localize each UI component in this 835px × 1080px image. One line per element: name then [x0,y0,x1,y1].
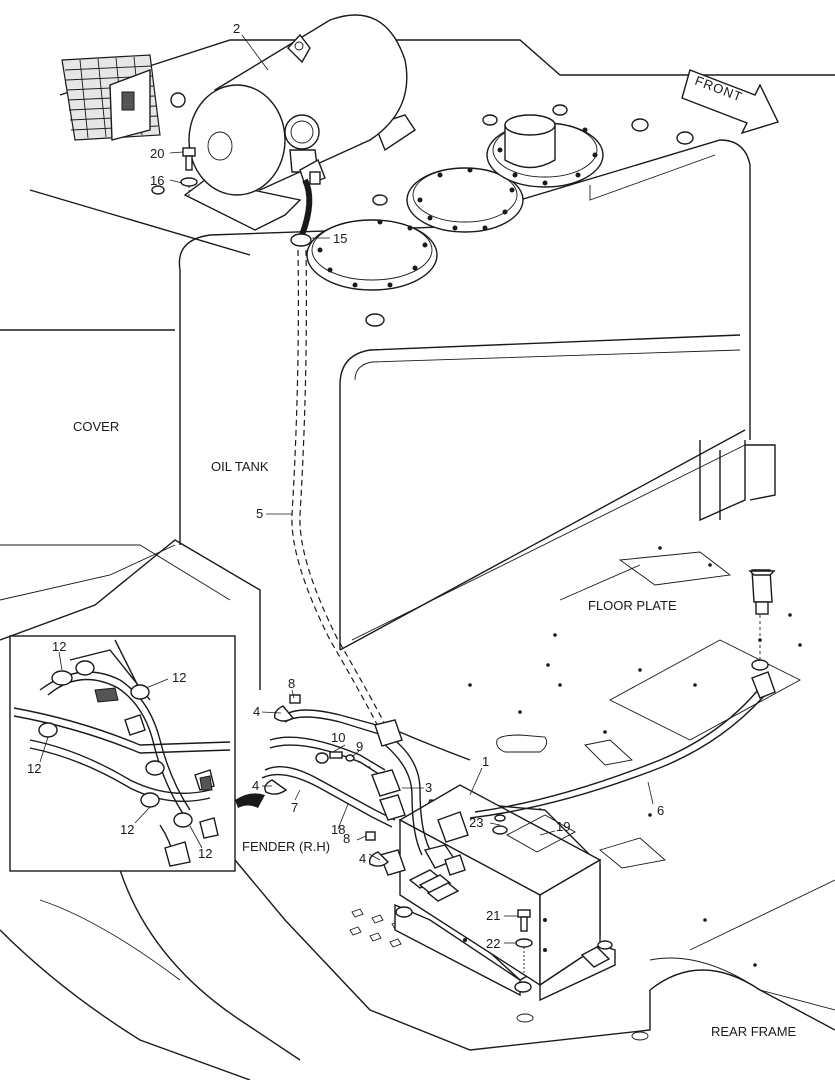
callout-part-6: 6 [657,803,664,818]
inset-pointer-arrow [235,793,265,808]
callout-part-8-lower: 8 [343,831,350,846]
hose-5 [290,178,394,741]
hose-6 [469,569,776,819]
hose-harness-7-18 [261,694,471,876]
callout-part-21: 21 [486,908,500,923]
inset-callout-12-left: 12 [27,761,41,776]
accumulator-tank [183,14,416,231]
callout-part-2: 2 [233,21,240,36]
callout-part-4-upper: 4 [253,704,260,719]
bolt-21-washer-22 [515,909,533,975]
callout-part-4-middle: 4 [252,778,259,793]
leader-lines [39,34,654,944]
callout-part-23: 23 [469,815,483,830]
bolt-23 [492,814,508,835]
callout-part-5: 5 [256,506,263,521]
floor-plate-label: FLOOR PLATE [588,598,677,613]
inset-callout-12-right: 12 [172,670,186,685]
callout-part-9: 9 [356,739,363,754]
inset-detail [9,635,236,872]
callout-part-1: 1 [482,754,489,769]
rear-frame-label: REAR FRAME [711,1024,797,1039]
callout-part-22: 22 [486,936,500,951]
oil-tank-label: OIL TANK [211,459,269,474]
floor-plate [468,546,835,1011]
callout-part-18: 18 [331,822,345,837]
bolt-20-washer-16 [151,147,198,196]
callout-part-3: 3 [425,780,432,795]
oil-tank [178,104,776,651]
tank-cover-plates [306,114,604,291]
cover-label: COVER [73,419,119,434]
inset-callout-12-bottom: 12 [120,822,134,837]
inset-callout-12-top: 12 [52,639,66,654]
cover-panel [0,39,835,690]
callout-part-19: 19 [556,819,570,834]
callout-part-10: 10 [331,730,345,745]
callout-part-16: 16 [150,173,164,188]
radiator-grille [61,54,186,141]
fender-rh-label: FENDER (R.H) [242,839,330,854]
inset-callout-12-bottom-right: 12 [198,846,212,861]
callout-part-4-lower: 4 [359,851,366,866]
callout-part-20: 20 [150,146,164,161]
callout-part-15: 15 [333,231,347,246]
callout-part-8-upper: 8 [288,676,295,691]
callout-part-7: 7 [291,800,298,815]
front-arrow: FRONT [681,69,779,135]
